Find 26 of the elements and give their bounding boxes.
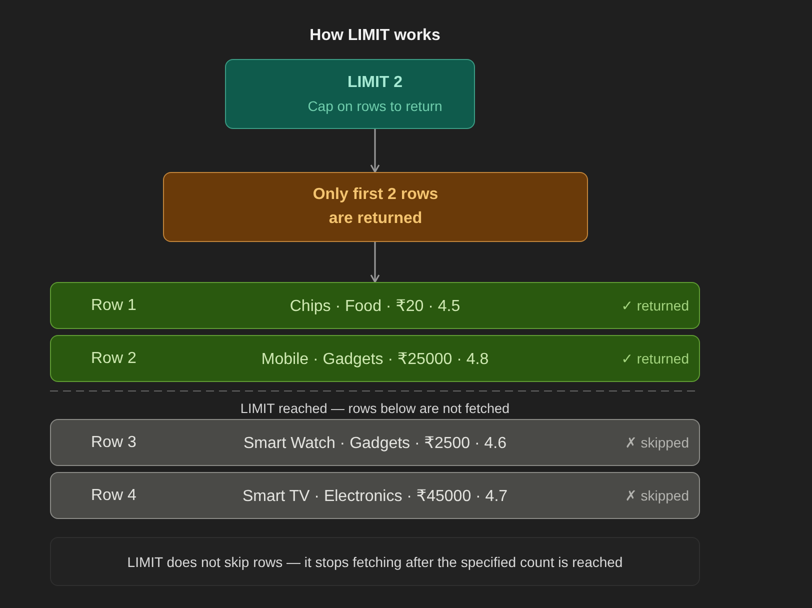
row-number: Row 2: [91, 350, 136, 368]
row-values: Chips · Food · ₹20 · 4.5: [290, 296, 460, 316]
row-values: Smart Watch · Gadgets · ₹2500 · 4.6: [243, 434, 507, 452]
status-label: ✓ returned: [621, 350, 689, 367]
node-heading: LIMIT 2: [347, 74, 403, 92]
parameter-box: [225, 59, 475, 129]
skipped-row-bar: [50, 419, 700, 466]
row-number: Row 1: [91, 296, 136, 314]
row-number: Row 4: [91, 486, 136, 504]
arrow: [370, 242, 380, 283]
arrow: [370, 129, 380, 173]
skipped-row-bar: [50, 472, 700, 519]
divider-caption: LIMIT reached — rows below are not fetched: [240, 401, 510, 416]
row-values: Mobile · Gadgets · ₹25000 · 4.8: [261, 350, 489, 368]
status-label: ✗ skipped: [625, 434, 689, 451]
row-values: Smart TV · Electronics · ₹45000 · 4.7: [242, 486, 508, 506]
node-text: Only first 2 rows are returned: [312, 185, 440, 229]
status-label: ✗ skipped: [625, 487, 689, 504]
note-text: LIMIT does not skip rows — it stops fetching after the specified count is reached: [127, 554, 623, 570]
diagram-title: How LIMIT works: [310, 27, 440, 45]
returned-row-bar: [50, 282, 700, 329]
node-subtitle: Cap on rows to return: [308, 98, 442, 114]
row-number: Row 3: [91, 434, 136, 452]
returned-row-bar: [50, 335, 700, 382]
result-box: [163, 172, 588, 242]
status-label: ✓ returned: [621, 297, 689, 314]
